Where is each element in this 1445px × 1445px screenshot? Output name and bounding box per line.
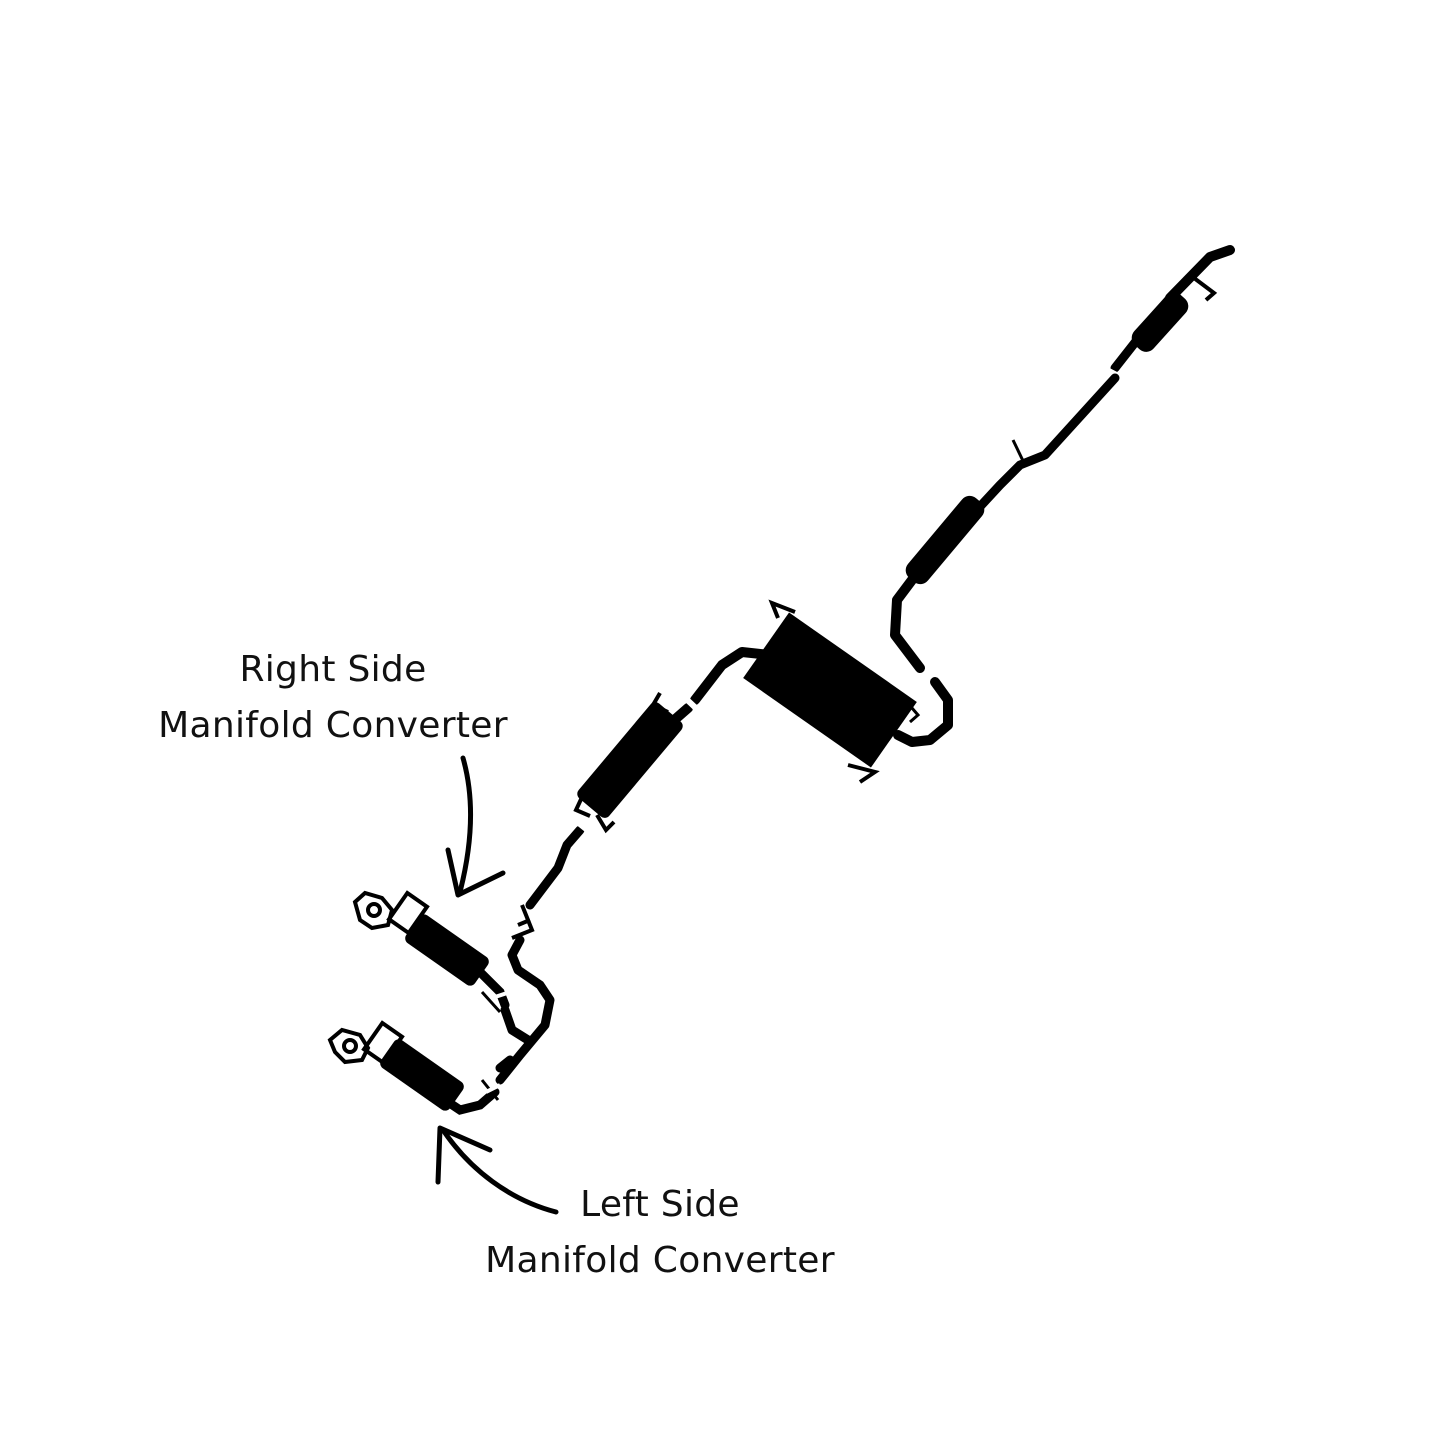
rear-pipe [970, 373, 1120, 517]
main-muffler-hanger-top [768, 599, 796, 619]
right-side-label-line1: Right Side [239, 649, 427, 690]
left-manifold-converter [380, 1039, 501, 1115]
right-side-label-line2: Manifold Converter [158, 705, 508, 746]
right-side-callout: Right Side Manifold Converter [113, 642, 553, 754]
front-resonator [577, 702, 683, 818]
front-resonator-hanger [573, 691, 669, 834]
main-muffler [743, 612, 917, 768]
right-manifold-converter [405, 914, 511, 1014]
right-side-arrow [445, 755, 506, 898]
pipe-break-4 [573, 817, 592, 835]
front-pipe-flange [511, 904, 535, 940]
left-manifold-flange [327, 1020, 405, 1066]
left-side-label-line1: Left Side [580, 1184, 740, 1225]
rear-pipe-hanger [1011, 439, 1027, 466]
rear-resonator [1131, 292, 1189, 352]
right-manifold-flange [352, 890, 430, 936]
main-muffler-hanger-bottom [847, 763, 880, 784]
center-muffler [905, 495, 985, 585]
left-side-label-line2: Manifold Converter [485, 1240, 835, 1281]
front-pipe [495, 825, 585, 1085]
left-side-arrow [435, 1125, 559, 1215]
pipe-break-3 [679, 692, 703, 715]
over-axle-pipe [890, 575, 953, 747]
pipe-break-2 [913, 665, 942, 683]
rear-hanger [1192, 276, 1218, 302]
left-side-callout: Left Side Manifold Converter [440, 1177, 880, 1289]
